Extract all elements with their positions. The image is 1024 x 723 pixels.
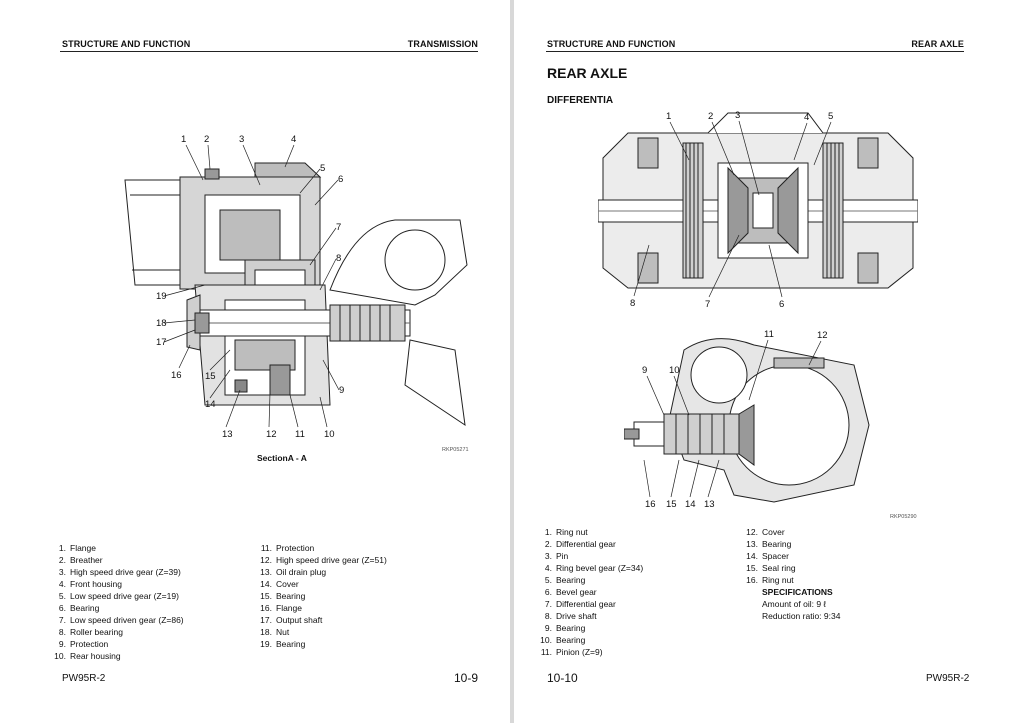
differential-section-drawing [598, 112, 918, 289]
specs-heading: SPECIFICATIONS [762, 587, 833, 597]
left-page: STRUCTURE AND FUNCTION TRANSMISSION [0, 0, 510, 723]
legend-item: 9.Bearing [544, 623, 586, 633]
legend-item: 11.Protection [260, 543, 315, 553]
callout-5: 5 [828, 111, 833, 122]
chapter-header: REAR AXLE [911, 39, 964, 49]
legend-item: 14.Cover [260, 579, 299, 589]
legend-item: 14.Spacer [746, 551, 789, 561]
legend-item: 7.Differential gear [544, 599, 616, 609]
callout-19: 19 [156, 291, 167, 302]
callout-2: 2 [204, 134, 209, 145]
callout-9: 9 [339, 385, 344, 396]
parts-legend-col1: 1.Flange 2.Breather 3.High speed drive g… [50, 542, 184, 662]
page-number: 10-9 [454, 671, 479, 685]
pinion-callouts: 11 12 9 10 16 15 14 13 [642, 329, 828, 510]
parts-legend-col2: 12.Cover 13.Bearing 14.Spacer 15.Seal ri… [742, 526, 840, 622]
callout-2: 2 [708, 111, 713, 122]
callout-12: 12 [817, 330, 828, 341]
callout-18: 18 [156, 318, 167, 329]
callout-3: 3 [239, 134, 244, 145]
legend-item: 17.Output shaft [260, 615, 323, 625]
legend-item: 10.Rear housing [54, 651, 121, 661]
legend-item: 3.High speed drive gear (Z=39) [58, 567, 181, 577]
callout-5: 5 [320, 163, 325, 174]
callout-11: 11 [764, 329, 774, 340]
legend-item: 16.Flange [260, 603, 302, 613]
differential-callouts: 1 2 3 4 5 6 7 8 [630, 110, 833, 310]
legend-item: 18.Nut [260, 627, 290, 637]
legend-item: 8.Drive shaft [544, 611, 597, 621]
page-number: 10-10 [547, 671, 578, 685]
callout-4: 4 [291, 134, 296, 145]
callout-4: 4 [804, 112, 809, 123]
transmission-section-drawing: 1 2 3 4 5 6 7 8 9 10 11 12 13 14 15 16 1… [124, 134, 468, 440]
callout-17: 17 [156, 337, 167, 348]
spec-reduction-ratio: Reduction ratio: 9:34 [762, 611, 841, 621]
callout-14: 14 [685, 499, 696, 510]
right-page: STRUCTURE AND FUNCTION REAR AXLE REAR AX… [514, 0, 1024, 723]
legend-item: 5.Low speed drive gear (Z=19) [58, 591, 179, 601]
legend-item: 2.Breather [58, 555, 103, 565]
callout-6: 6 [779, 299, 784, 310]
callout-11: 11 [295, 429, 305, 440]
callout-6: 6 [338, 174, 343, 185]
legend-item: 10.Bearing [540, 635, 586, 645]
callout-13: 13 [704, 499, 715, 510]
legend-item: 1.Flange [58, 543, 96, 553]
callout-7: 7 [336, 222, 341, 233]
chapter-header: TRANSMISSION [407, 39, 478, 49]
section-header: STRUCTURE AND FUNCTION [547, 39, 676, 49]
legend-item: 12.Cover [746, 527, 785, 537]
callout-15: 15 [666, 499, 677, 510]
page-title: REAR AXLE [547, 65, 628, 81]
legend-item: 12.High speed drive gear (Z=51) [260, 555, 387, 565]
legend-item: 9.Protection [58, 639, 109, 649]
callout-1: 1 [181, 134, 186, 145]
figure-code: RKP05290 [890, 514, 917, 520]
legend-item: 11.Pinion (Z=9) [540, 647, 603, 657]
header-rule [546, 51, 964, 52]
callout-10: 10 [669, 365, 680, 376]
callout-3: 3 [735, 110, 740, 121]
callout-12: 12 [266, 429, 277, 440]
legend-item: 16.Ring nut [746, 575, 794, 585]
legend-item: 13.Bearing [746, 539, 792, 549]
legend-item: 3.Pin [544, 551, 569, 561]
callout-15: 15 [205, 371, 216, 382]
legend-item: 15.Seal ring [746, 563, 796, 573]
header-rule [60, 51, 478, 52]
callout-7: 7 [705, 299, 710, 310]
callout-16: 16 [171, 370, 182, 381]
callout-14: 14 [205, 399, 216, 410]
legend-item: 15.Bearing [260, 591, 306, 601]
legend-item: 19.Bearing [260, 639, 306, 649]
callout-9: 9 [642, 365, 647, 376]
legend-item: 4.Ring bevel gear (Z=34) [544, 563, 644, 573]
callout-10: 10 [324, 429, 335, 440]
callout-8: 8 [336, 253, 341, 264]
legend-item: 2.Differential gear [544, 539, 616, 549]
figure-caption: SectionA - A [257, 453, 307, 463]
callout-1: 1 [666, 111, 671, 122]
legend-item: 6.Bearing [58, 603, 100, 613]
figure-code: RKP05271 [442, 447, 469, 453]
footer-model: PW95R-2 [926, 673, 970, 684]
legend-item: 7.Low speed driven gear (Z=86) [58, 615, 184, 625]
spec-oil-amount: Amount of oil: 9 ℓ [762, 599, 827, 609]
legend-item: 5.Bearing [544, 575, 586, 585]
legend-item: 8.Roller bearing [58, 627, 123, 637]
legend-item: 13.Oil drain plug [260, 567, 327, 577]
callout-16: 16 [645, 499, 656, 510]
legend-item: 1.Ring nut [544, 527, 588, 537]
callout-8: 8 [630, 298, 635, 309]
callout-13: 13 [222, 429, 233, 440]
section-header: STRUCTURE AND FUNCTION [62, 39, 191, 49]
parts-legend-col2: 11.Protection 12.High speed drive gear (… [256, 542, 387, 650]
legend-item: 4.Front housing [58, 579, 122, 589]
page-subtitle: DIFFERENTIA [547, 95, 614, 106]
page-gutter [510, 0, 514, 723]
parts-legend-col1: 1.Ring nut 2.Differential gear 3.Pin 4.R… [536, 526, 643, 658]
footer-model: PW95R-2 [62, 673, 106, 684]
legend-item: 6.Bevel gear [544, 587, 597, 597]
